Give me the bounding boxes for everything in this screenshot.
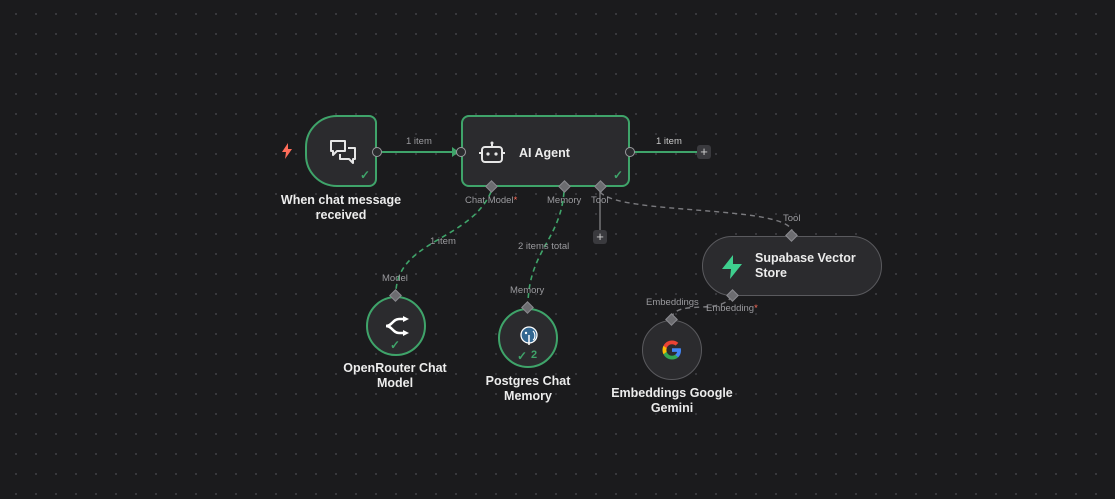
edge-tool-agent[interactable] xyxy=(599,191,793,231)
edge-label-trigger-agent: 1 item xyxy=(406,136,432,147)
postgres-node-label: Postgres Chat Memory xyxy=(485,374,571,403)
ai-agent-label: AI Agent xyxy=(519,146,570,160)
trigger-node-label: When chat message received xyxy=(280,193,402,222)
port-label-memory: Memory xyxy=(547,195,582,206)
port-label-postgres-memory: Memory xyxy=(510,285,545,296)
google-g-icon xyxy=(662,340,681,360)
port-label-tool: Tool xyxy=(591,195,609,206)
gemini-node-label: Embeddings Google Gemini xyxy=(611,386,733,415)
ai-agent-node[interactable]: AI Agent ✓ xyxy=(461,115,630,187)
port-label-supabase-tool: Tool xyxy=(783,213,801,224)
supabase-node-label: Supabase Vector Store xyxy=(755,251,856,280)
supabase-bolt-icon xyxy=(722,255,742,279)
openrouter-node[interactable]: ✓ xyxy=(366,296,426,356)
trigger-bolt-icon xyxy=(282,143,292,159)
port-label-model: Model xyxy=(382,273,408,284)
edge-label-model: 1 item xyxy=(430,236,456,247)
trigger-node[interactable]: ✓ xyxy=(305,115,377,187)
success-check-icon: ✓ xyxy=(517,349,528,363)
postgres-node[interactable]: ✓ 2 xyxy=(498,308,558,368)
success-check-icon: ✓ xyxy=(390,338,401,352)
gemini-embeddings-node[interactable] xyxy=(642,320,702,380)
postgres-elephant-icon xyxy=(520,326,538,345)
edge-memory-agent[interactable] xyxy=(527,191,565,303)
run-count-badge: 2 xyxy=(531,349,538,361)
add-node-button[interactable]: + xyxy=(697,145,711,159)
edge-label-memory: 2 items total xyxy=(518,241,570,252)
supabase-node[interactable]: Supabase Vector Store xyxy=(702,236,882,296)
chat-bubbles-icon xyxy=(330,140,356,164)
port-label-embedding: Embedding* xyxy=(706,303,758,314)
trigger-output-handle[interactable] xyxy=(372,147,382,157)
add-tool-button[interactable]: + xyxy=(593,230,607,244)
edge-label-agent-output: 1 item xyxy=(656,136,682,147)
agent-output-handle[interactable] xyxy=(625,147,635,157)
openrouter-logo-icon xyxy=(385,316,409,336)
edge-arrow-icon xyxy=(452,147,459,157)
edge-model-agent[interactable] xyxy=(395,191,492,291)
success-check-icon: ✓ xyxy=(359,168,370,182)
port-label-embeddings: Embeddings xyxy=(646,297,699,308)
port-label-chat-model: Chat Model* xyxy=(465,195,518,206)
robot-icon xyxy=(479,141,505,163)
success-check-icon: ✓ xyxy=(612,168,623,182)
agent-input-handle[interactable] xyxy=(456,147,466,157)
openrouter-node-label: OpenRouter Chat Model xyxy=(343,361,447,390)
